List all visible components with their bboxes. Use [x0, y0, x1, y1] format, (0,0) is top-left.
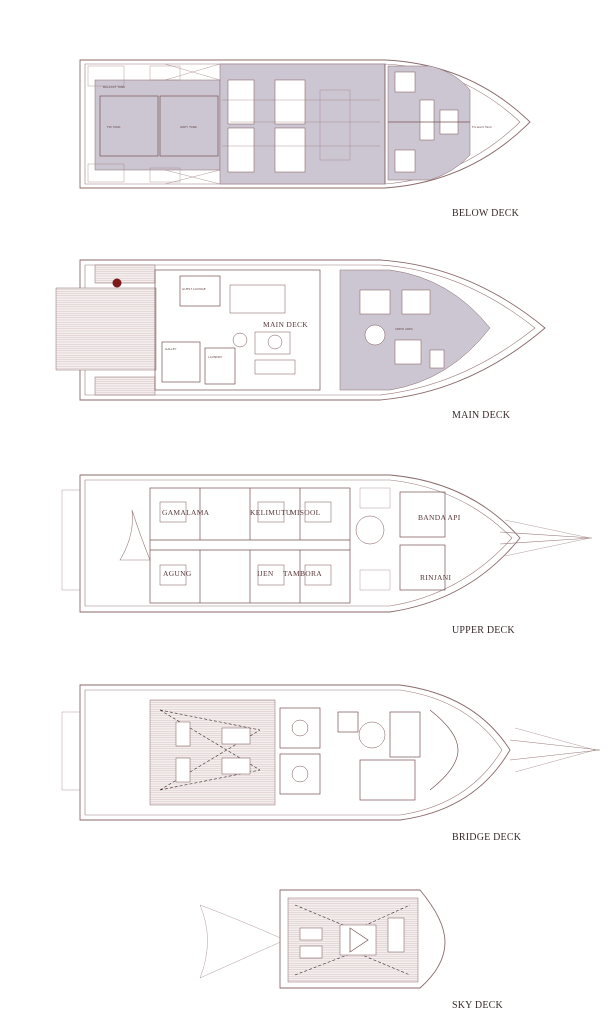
svg-text:Forward Tank: Forward Tank	[472, 125, 492, 129]
svg-text:BALLAST TANK: BALLAST TANK	[103, 85, 126, 89]
sky-deck-plan: SKY DECK	[0, 860, 610, 1022]
cabin-label-rinjani: RINJANI	[420, 573, 451, 582]
below-deck-plan: BALLAST TANK GREY TANK FW TANK Forward T…	[0, 0, 610, 230]
bridge-deck-label: BRIDGE DECK	[452, 832, 522, 843]
bridge-deck-drawing	[61, 684, 601, 821]
cabin-label-agung: AGUNG	[163, 569, 192, 578]
cabin-label-banda-api: BANDA API	[418, 513, 461, 522]
upper-deck-drawing: GAMALAMA KELIMUTU MISOOL BANDA API AGUNG…	[61, 474, 593, 613]
bridge-deck-plan: BRIDGE DECK	[0, 650, 610, 860]
cabin-label-ijen: IJEN	[257, 569, 274, 578]
below-deck-drawing: BALLAST TANK GREY TANK FW TANK Forward T…	[79, 59, 531, 189]
main-deck-area-label: MAIN DECK	[263, 320, 308, 329]
svg-text:GALLEY: GALLEY	[165, 347, 177, 351]
svg-text:LAUNDRY: LAUNDRY	[208, 355, 222, 359]
below-deck-label: BELOW DECK	[452, 208, 520, 219]
main-deck-plan: GUEST LOUNGE GALLEY LAUNDRY MAIN DECK CR…	[0, 230, 610, 440]
sky-deck-drawing	[199, 889, 446, 989]
upper-deck-label: UPPER DECK	[452, 625, 515, 636]
main-deck-label: MAIN DECK	[452, 410, 511, 421]
sky-deck-label: SKY DECK	[452, 1000, 503, 1011]
cabin-label-gamalama: GAMALAMA	[162, 508, 210, 517]
cabin-label-kelimutu: KELIMUTU	[250, 508, 292, 517]
cabin-label-misool: MISOOL	[290, 508, 321, 517]
upper-deck-plan: GAMALAMA KELIMUTU MISOOL BANDA API AGUNG…	[0, 440, 610, 650]
svg-text:CREW AREA: CREW AREA	[395, 327, 414, 331]
svg-text:GREY TANK: GREY TANK	[180, 125, 198, 129]
svg-text:GUEST LOUNGE: GUEST LOUNGE	[182, 287, 206, 291]
svg-text:FW TANK: FW TANK	[107, 125, 122, 129]
cabin-label-tambora: TAMBORA	[283, 569, 322, 578]
main-deck-drawing: GUEST LOUNGE GALLEY LAUNDRY MAIN DECK CR…	[55, 259, 546, 401]
